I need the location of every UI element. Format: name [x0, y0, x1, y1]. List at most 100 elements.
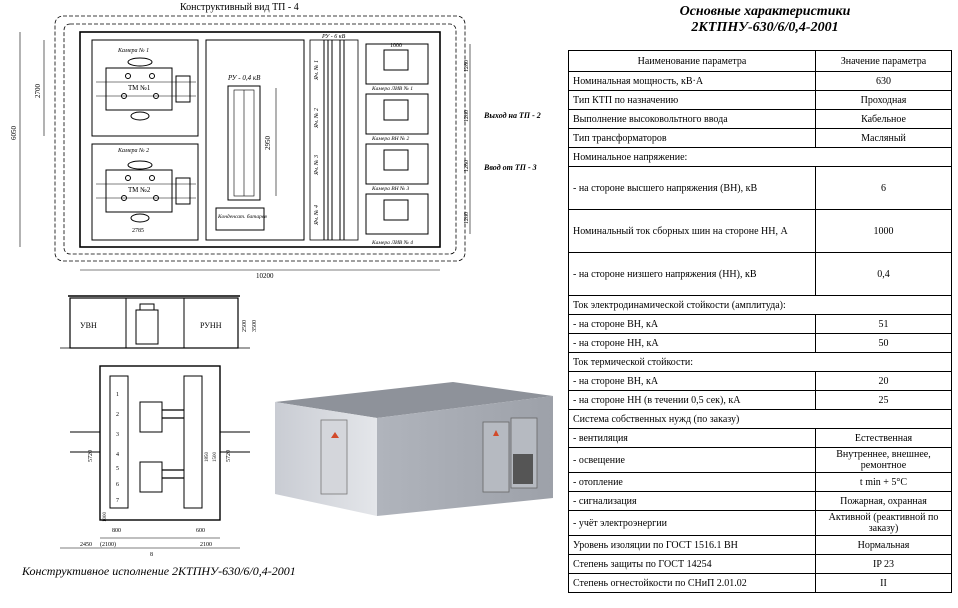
lower-dim-f: 600 — [196, 528, 205, 534]
spec-param: - освещение — [568, 447, 816, 473]
spec-value: 51 — [815, 314, 952, 334]
cell-label-1: Яч. № 1 — [314, 60, 320, 81]
drawing-caption: Конструктивное исполнение 2КТПНУ-630/6/0… — [22, 564, 296, 578]
section-h2: 3500 — [252, 320, 258, 332]
spec-row: Ток термической стойкости: — [568, 352, 952, 372]
spec-param: Номинальный ток сборных шин на стороне Н… — [568, 209, 816, 253]
capacitor-label: Конденсат. батарея — [217, 213, 267, 220]
floor-plan-drawing: Конструктивный вид ТП - 4 Камера № 1 Кам… — [10, 2, 541, 280]
cell-label-2: Яч. № 2 — [314, 108, 320, 129]
spec-value: 20 — [815, 371, 952, 391]
spec-param: - отопление — [568, 472, 816, 492]
spec-row: - на стороне высшего напряжения (ВН), кВ… — [568, 166, 952, 210]
spec-value: 0,4 — [815, 252, 952, 296]
spec-param: - на стороне ВН, кА — [568, 314, 816, 334]
lower-dim-c: 8 — [150, 552, 153, 558]
transformer-2 — [96, 160, 196, 223]
spec-table: Наименование параметра Значение параметр… — [568, 50, 952, 593]
spec-row: Номинальный ток сборных шин на стороне Н… — [568, 209, 952, 253]
spec-value: Масляный — [815, 128, 952, 148]
spec-param: - на стороне низшего напряжения (НН), кВ — [568, 252, 816, 296]
lower-small-3: 1000 — [103, 512, 108, 523]
spec-row: Ток электродинамической стойкости (ампли… — [568, 295, 952, 315]
spec-value: 50 — [815, 333, 952, 353]
tm1-label: ТМ №1 — [128, 84, 151, 92]
spec-param: Степень огнестойкости по СНиП 2.01.02 — [568, 573, 816, 593]
plan-title: Конструктивный вид ТП - 4 — [180, 2, 299, 13]
chamber2-label: Камера № 2 — [117, 148, 149, 154]
spec-group-header: Ток термической стойкости: — [568, 352, 952, 372]
spec-param: Уровень изоляции по ГОСТ 1516.1 ВН — [568, 535, 816, 555]
cell-number: 7 — [116, 498, 119, 504]
spec-value: Кабельное — [815, 109, 952, 129]
spec-value: 630 — [815, 71, 952, 91]
dim-cell-height-2: 1280 — [464, 110, 470, 122]
dim-chamber-height: 2700 — [34, 84, 42, 99]
spec-param: Выполнение высоковольтного ввода — [568, 109, 816, 129]
spec-param: Степень защиты по ГОСТ 14254 — [568, 554, 816, 574]
spec-value: 6 — [815, 166, 952, 210]
spec-param: Тип КТП по назначению — [568, 90, 816, 110]
spec-row: Номинальное напряжение: — [568, 147, 952, 167]
cell-label-3: Яч. № 3 — [314, 155, 320, 176]
cell-name-1: Камера ЛИВ № 1 — [371, 86, 413, 92]
spec-group-header: Система собственных нужд (по заказу) — [568, 409, 952, 429]
spec-param: - на стороне высшего напряжения (ВН), кВ — [568, 166, 816, 210]
lower-small-1: 1850 — [205, 452, 210, 463]
spec-title-line2: 2КТПНУ-630/6/0,4-2001 — [691, 20, 839, 35]
tm2-label: ТМ №2 — [128, 186, 151, 194]
spec-title-line1: Основные характеристики — [679, 4, 851, 19]
spec-value: Активной (реактивной по заказу) — [815, 510, 952, 536]
spec-value: Пожарная, охранная — [815, 491, 952, 511]
spec-group-header: Ток электродинамической стойкости (ампли… — [568, 295, 952, 315]
spec-param: Номинальная мощность, кВ·А — [568, 71, 816, 91]
transformer-1 — [96, 57, 196, 121]
header-value: Значение параметра — [815, 50, 952, 72]
cell-name-2: Камера ВН № 2 — [371, 136, 409, 142]
spec-value: 25 — [815, 390, 952, 410]
lower-dim-e: 800 — [112, 528, 121, 534]
cell-number: 3 — [116, 432, 119, 438]
lower-dim-d: 2100 — [200, 542, 212, 548]
spec-group-header: Номинальное напряжение: — [568, 147, 952, 167]
lower-height-2: 5720 — [226, 450, 232, 462]
ru04-label: РУ - 0,4 кВ — [227, 74, 261, 82]
lower-dim-b: (2100) — [100, 541, 116, 548]
spec-param: - на стороне НН, кА — [568, 333, 816, 353]
spec-value: IP 23 — [815, 554, 952, 574]
exit-label: Выход на ТП - 2 — [483, 111, 541, 120]
lower-plan-drawing: 1 2 3 4 5 6 7 2450 (2100) 8 2100 800 600… — [60, 365, 250, 558]
dim-total-height: 6050 — [10, 126, 18, 141]
cell-number: 5 — [116, 466, 119, 472]
lower-dim-a: 2450 — [80, 542, 92, 548]
dim-chamber-width: 2785 — [132, 228, 144, 234]
chamber1-label: Камера № 1 — [117, 48, 149, 54]
spec-value: Проходная — [815, 90, 952, 110]
section-h1: 2500 — [242, 320, 248, 332]
spec-param: - на стороне НН (в течении 0,5 сек), кА — [568, 390, 816, 410]
spec-value: II — [815, 573, 952, 593]
entry-label: Ввод от ТП - 3 — [483, 163, 537, 172]
dim-ru04-height: 2950 — [264, 136, 272, 151]
spec-value: t min + 5°C — [815, 472, 952, 492]
cell-number: 2 — [116, 412, 119, 418]
dim-cell-height-4: 1280 — [464, 212, 470, 224]
spec-param: - на стороне ВН, кА — [568, 371, 816, 391]
cell-number: 6 — [116, 482, 119, 488]
spec-param: - сигнализация — [568, 491, 816, 511]
dim-cell-height-1: 1280 — [464, 60, 470, 72]
section-drawing: УВН РУНН 2500 3500 — [60, 295, 258, 349]
ru6-label: РУ - 6 кВ — [321, 34, 346, 40]
hv-cells — [365, 43, 429, 235]
section-right-label: РУНН — [200, 321, 222, 330]
